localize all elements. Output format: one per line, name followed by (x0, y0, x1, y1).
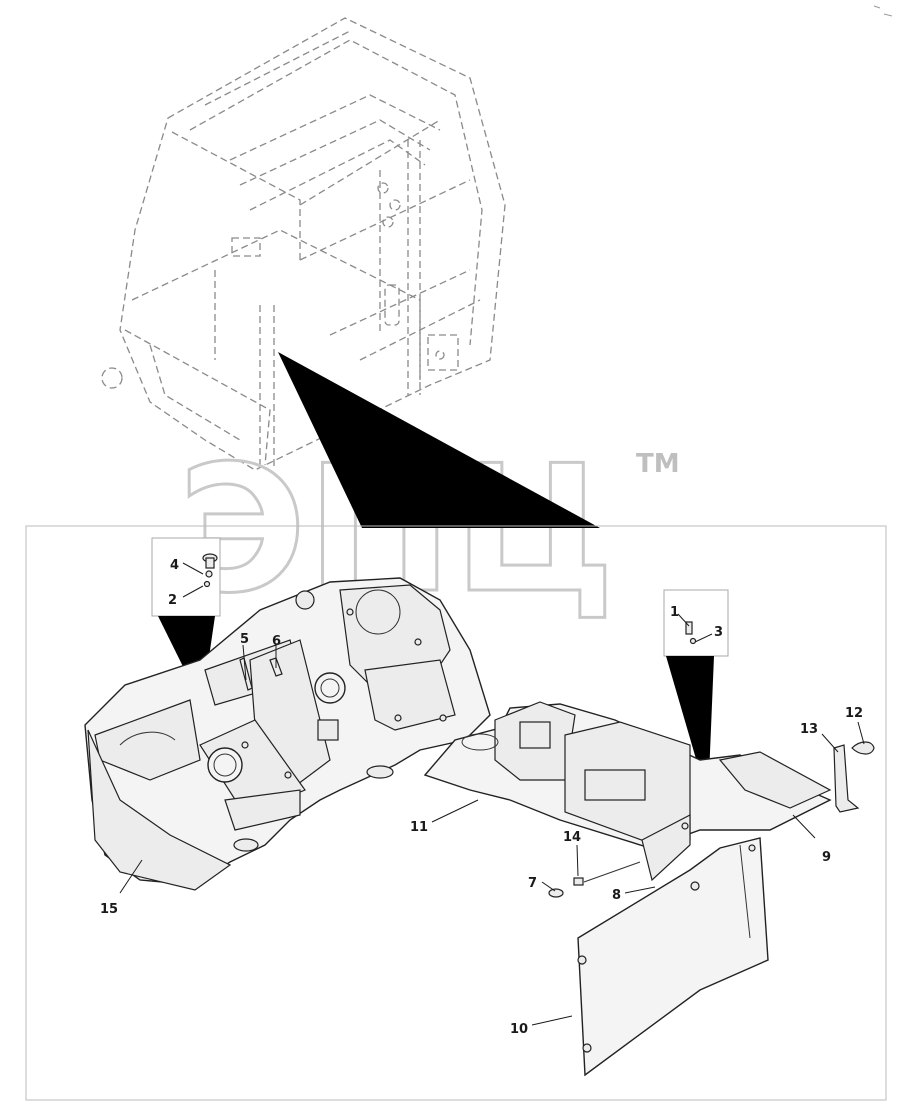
callout-4: 4 (170, 558, 179, 573)
callout-12: 12 (845, 706, 863, 721)
callout-9: 9 (822, 850, 831, 865)
callout-11: 11 (410, 820, 428, 835)
corner-mark (873, 5, 893, 17)
small-parts (239, 657, 875, 898)
cab-frame-outline (101, 17, 506, 471)
callout-7: 7 (528, 876, 537, 891)
callout-6: 6 (272, 634, 281, 649)
leader-lines (119, 562, 865, 1026)
callout-labels: 1 2 3 4 5 6 7 8 9 10 11 12 13 14 15 (100, 558, 863, 1037)
callout-13: 13 (800, 722, 818, 737)
callout-10: 10 (510, 1022, 528, 1037)
callout-5: 5 (240, 632, 249, 647)
detail-pointer-triangle (278, 352, 600, 528)
callout-14: 14 (563, 830, 581, 845)
callout-1: 1 (670, 605, 679, 620)
console-body (84, 577, 491, 891)
side-panel (577, 814, 769, 1077)
floor-panel (423, 701, 832, 849)
callout-2: 2 (168, 593, 177, 608)
detail-view-frame (25, 525, 887, 1101)
callout-15: 15 (100, 902, 118, 917)
callout-3: 3 (714, 625, 723, 640)
callout-8: 8 (612, 888, 621, 903)
watermark-trademark: TM (636, 449, 680, 479)
